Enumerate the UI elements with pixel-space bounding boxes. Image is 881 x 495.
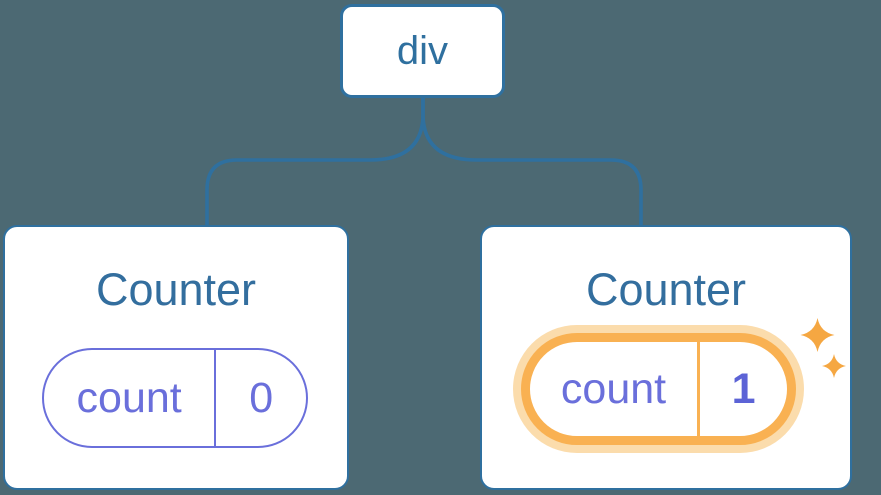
root-node-div: div bbox=[340, 4, 505, 98]
state-label: count bbox=[560, 364, 667, 413]
state-label: count bbox=[76, 373, 182, 422]
sparkle-large-icon bbox=[800, 318, 835, 352]
card-title: Counter bbox=[585, 264, 747, 315]
state-pill: count 0 bbox=[42, 348, 308, 448]
state-pill-highlighted: count 1 bbox=[521, 333, 796, 445]
state-value: 0 bbox=[249, 373, 274, 422]
root-node-label: div bbox=[396, 28, 449, 73]
counter-card-right: Counter count 1 bbox=[480, 225, 852, 490]
pill-divider bbox=[214, 350, 217, 446]
sparkles-icon bbox=[800, 318, 846, 378]
connector-right-branch bbox=[421, 98, 643, 226]
state-value: 1 bbox=[731, 364, 756, 413]
sparkle-small-icon bbox=[822, 354, 846, 378]
counter-card-left: Counter count 0 bbox=[3, 225, 349, 490]
card-title: Counter bbox=[95, 264, 257, 315]
connector-left-branch bbox=[205, 98, 425, 226]
pill-divider bbox=[697, 342, 701, 436]
